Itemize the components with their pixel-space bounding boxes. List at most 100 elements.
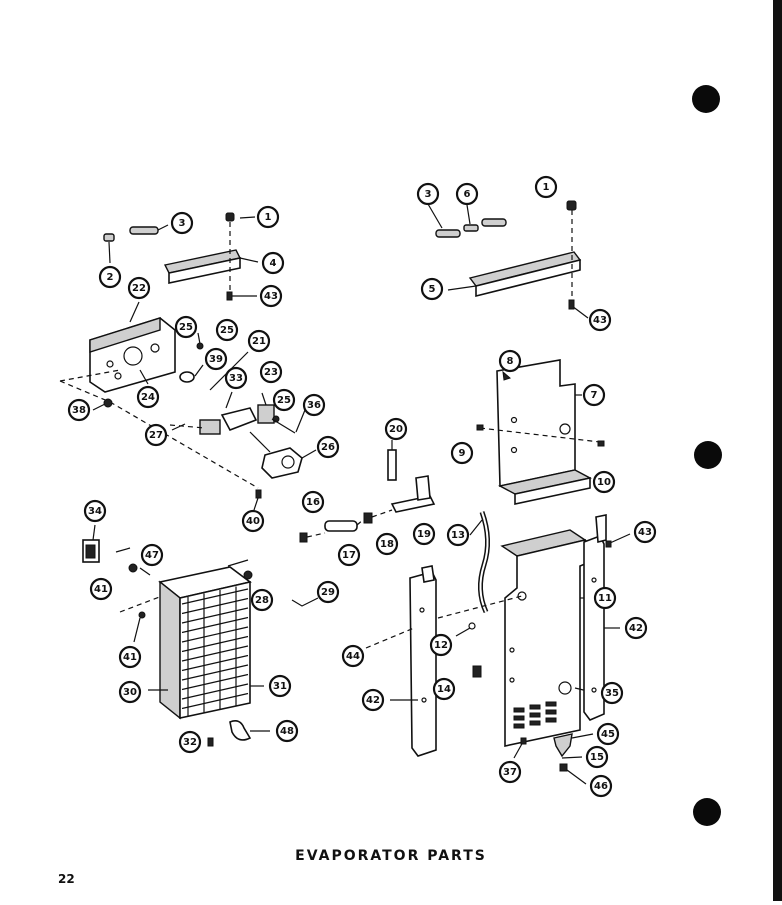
callout-c48: 48 [275, 719, 299, 743]
callout-number: 41 [94, 584, 108, 595]
callout-circle [446, 523, 470, 547]
callout-circle [498, 349, 522, 373]
callout-circle [588, 308, 612, 332]
callout-circle [247, 329, 271, 353]
callout-c13: 13 [446, 523, 470, 547]
callout-number: 6 [464, 189, 471, 200]
callout-number: 15 [590, 752, 604, 763]
screw-parts-3-6 [427, 203, 507, 238]
callout-c45: 45 [596, 722, 620, 746]
callout-circle [118, 645, 142, 669]
coil-fin [181, 673, 249, 691]
panel-slot [545, 717, 557, 723]
callout-c17: 17 [337, 543, 361, 567]
callout-number: 26 [321, 442, 335, 453]
callout-number: 33 [229, 373, 243, 384]
callout-c31: 31 [268, 674, 292, 698]
callout-circle [316, 435, 340, 459]
callout-circle [98, 265, 122, 289]
callout-number: 34 [88, 506, 102, 517]
callout-number: 7 [591, 390, 598, 401]
callout-number: 25 [220, 325, 234, 336]
panel-slot [545, 709, 557, 715]
callout-number: 40 [246, 516, 260, 527]
callout-number: 1 [543, 182, 550, 193]
callout-circle [633, 520, 657, 544]
callout-c46: 46 [589, 774, 613, 798]
callout-circle [140, 543, 164, 567]
callout-number: 9 [459, 448, 466, 459]
callout-c3b: 3 [416, 182, 440, 206]
callout-c15: 15 [585, 745, 609, 769]
callout-circle [384, 417, 408, 441]
callout-circle [241, 509, 265, 533]
callout-circle [224, 366, 248, 390]
callout-circle [412, 522, 436, 546]
callout-c21: 21 [247, 329, 271, 353]
callout-c38: 38 [67, 398, 91, 422]
callout-number: 43 [638, 527, 652, 538]
panel-slot [545, 701, 557, 707]
callout-circle [582, 383, 606, 407]
callout-circle [89, 577, 113, 601]
callout-c4: 4 [261, 251, 285, 275]
panel-slot [529, 704, 541, 710]
callout-c1a: 1 [256, 205, 280, 229]
callout-c27: 27 [144, 423, 168, 447]
small-parts-16-20 [299, 440, 436, 543]
callout-number: 43 [593, 315, 607, 326]
coil-fin [181, 588, 249, 605]
callout-c35: 35 [600, 681, 624, 705]
callout-circle [170, 211, 194, 235]
callout-number: 22 [132, 283, 146, 294]
callout-number: 42 [629, 623, 643, 634]
binder-hole-top [692, 85, 720, 113]
callout-c43c: 43 [633, 520, 657, 544]
callout-c26: 26 [316, 435, 340, 459]
callout-number: 12 [434, 640, 448, 651]
callout-circle [316, 580, 340, 604]
callout-circle [275, 719, 299, 743]
callout-circle [204, 347, 228, 371]
callout-circle [127, 276, 151, 300]
callout-number: 31 [273, 681, 287, 692]
callout-c28: 28 [250, 588, 274, 612]
callout-c24: 24 [136, 385, 160, 409]
callout-circle [261, 251, 285, 275]
coil-fin [181, 683, 249, 700]
callout-c23: 23 [259, 360, 283, 384]
callout-circle [259, 360, 283, 384]
coil-fin [181, 616, 249, 634]
callout-c44: 44 [341, 644, 365, 668]
callout-number: 16 [306, 497, 320, 508]
callout-c19: 19 [412, 522, 436, 546]
panel-slot [513, 707, 525, 713]
callout-circle [268, 674, 292, 698]
switch-parts-21-39-33 [179, 332, 306, 435]
callout-c43a: 43 [259, 284, 283, 308]
screw-part-3 [103, 224, 169, 264]
callout-number: 3 [179, 218, 186, 229]
callout-circle [596, 722, 620, 746]
callout-circle [250, 588, 274, 612]
page-number: 22 [58, 872, 75, 886]
callout-circle [420, 277, 444, 301]
callout-circle [215, 318, 239, 342]
callout-number: 2 [107, 272, 114, 283]
callout-c25b: 25 [215, 318, 239, 342]
rail-part-4 [163, 212, 259, 301]
callout-c42b: 42 [361, 688, 385, 712]
panel-slot [513, 723, 525, 729]
callout-number: 41 [123, 652, 137, 663]
assembly-dash-lines [59, 369, 262, 511]
page-edge [773, 0, 782, 901]
panel-slot [513, 715, 525, 721]
callout-c34: 34 [83, 499, 107, 523]
callout-number: 3 [425, 189, 432, 200]
panel-slot [529, 712, 541, 718]
callout-circle [118, 680, 142, 704]
coil-fin [181, 645, 249, 662]
callout-c8: 8 [498, 349, 522, 373]
callout-c20: 20 [384, 417, 408, 441]
